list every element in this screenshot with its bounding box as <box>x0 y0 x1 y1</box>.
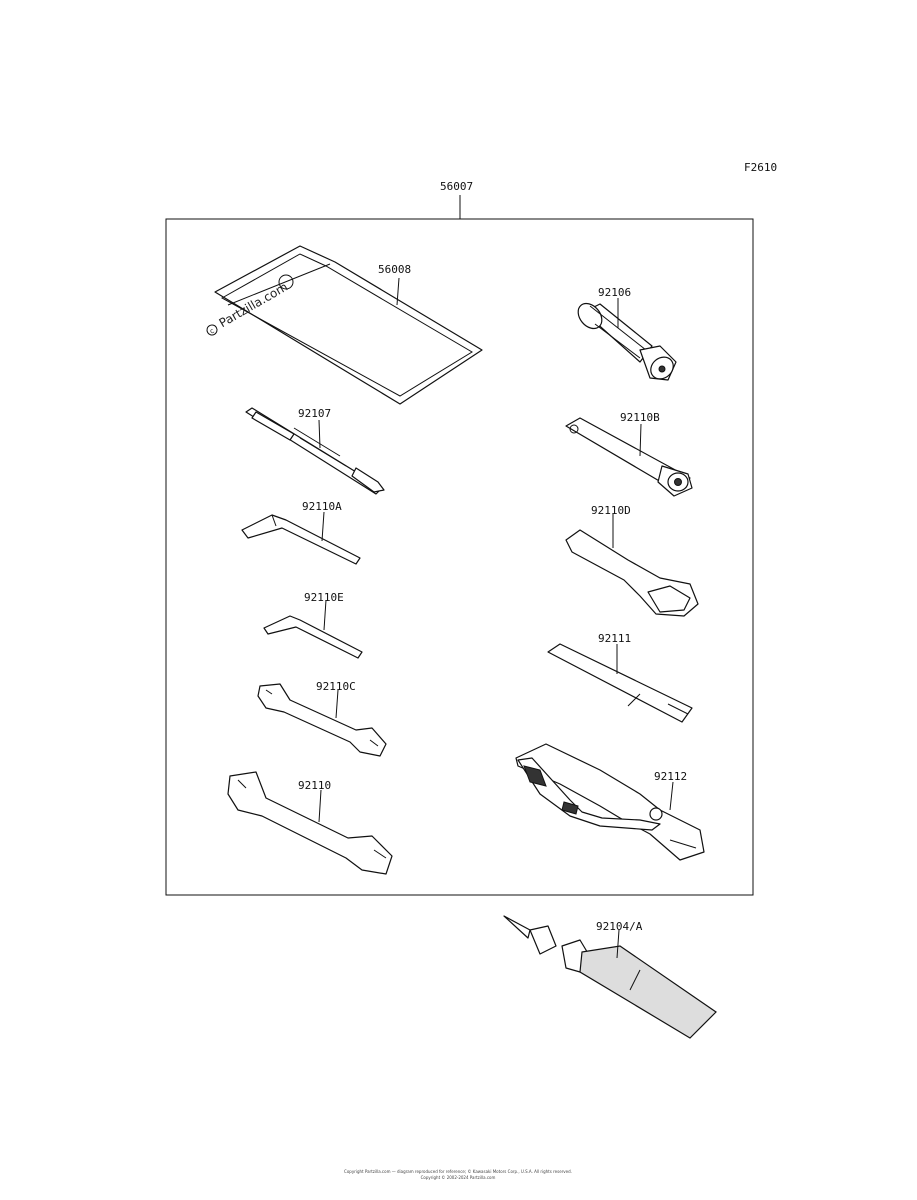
pouch-label: 56008 <box>378 263 411 276</box>
open-wrench-small[interactable] <box>257 683 387 757</box>
ring-wrench-label: 92110D <box>591 504 631 517</box>
svg-text:c: c <box>208 327 215 336</box>
hex-key-small-leader <box>323 599 327 631</box>
hex-key-small-label: 92110E <box>304 591 344 604</box>
screwdriver-label: 92107 <box>298 407 331 420</box>
pliers-label: 92112 <box>654 770 687 783</box>
grease-tube-leader <box>616 929 620 959</box>
socket-bar-label: 92110B <box>620 411 660 424</box>
screwdriver-leader <box>318 419 321 449</box>
footer-line-1: Copyright Partzilla.com — diagram reprod… <box>344 1169 572 1174</box>
spark-plug-wrench[interactable] <box>573 299 677 384</box>
open-wrench-small-label: 92110C <box>316 680 356 693</box>
footer-line-2: Copyright © 2002-2024 Partzilla.com <box>421 1175 496 1180</box>
socket-bar[interactable] <box>565 417 693 497</box>
kit-label: 56007 <box>440 180 473 193</box>
pouch-leader <box>396 277 400 306</box>
pliers[interactable] <box>515 743 705 861</box>
open-wrench-small-leader <box>335 689 339 719</box>
screwdriver[interactable] <box>245 407 385 495</box>
open-wrench-large-leader <box>318 789 322 823</box>
socket-bar-leader <box>639 423 642 457</box>
ring-wrench[interactable] <box>565 529 699 617</box>
pliers-leader <box>669 781 674 811</box>
open-wrench-large[interactable] <box>227 771 393 875</box>
hex-key-large-leader <box>321 511 325 542</box>
kit-frame <box>165 218 754 896</box>
hex-key-large-label: 92110A <box>302 500 342 513</box>
hex-key-small[interactable] <box>263 615 363 659</box>
handle-bar-label: 92111 <box>598 632 631 645</box>
hex-key-large[interactable] <box>241 514 361 565</box>
plug-wrench-label: 92106 <box>598 286 631 299</box>
grease-tube-label: 92104/A <box>596 920 643 933</box>
handle-bar[interactable] <box>547 643 693 723</box>
grease-tube[interactable] <box>503 915 717 1039</box>
figure-code: F2610 <box>744 161 777 174</box>
open-wrench-large-label: 92110 <box>298 779 331 792</box>
tool-pouch[interactable] <box>214 245 483 405</box>
